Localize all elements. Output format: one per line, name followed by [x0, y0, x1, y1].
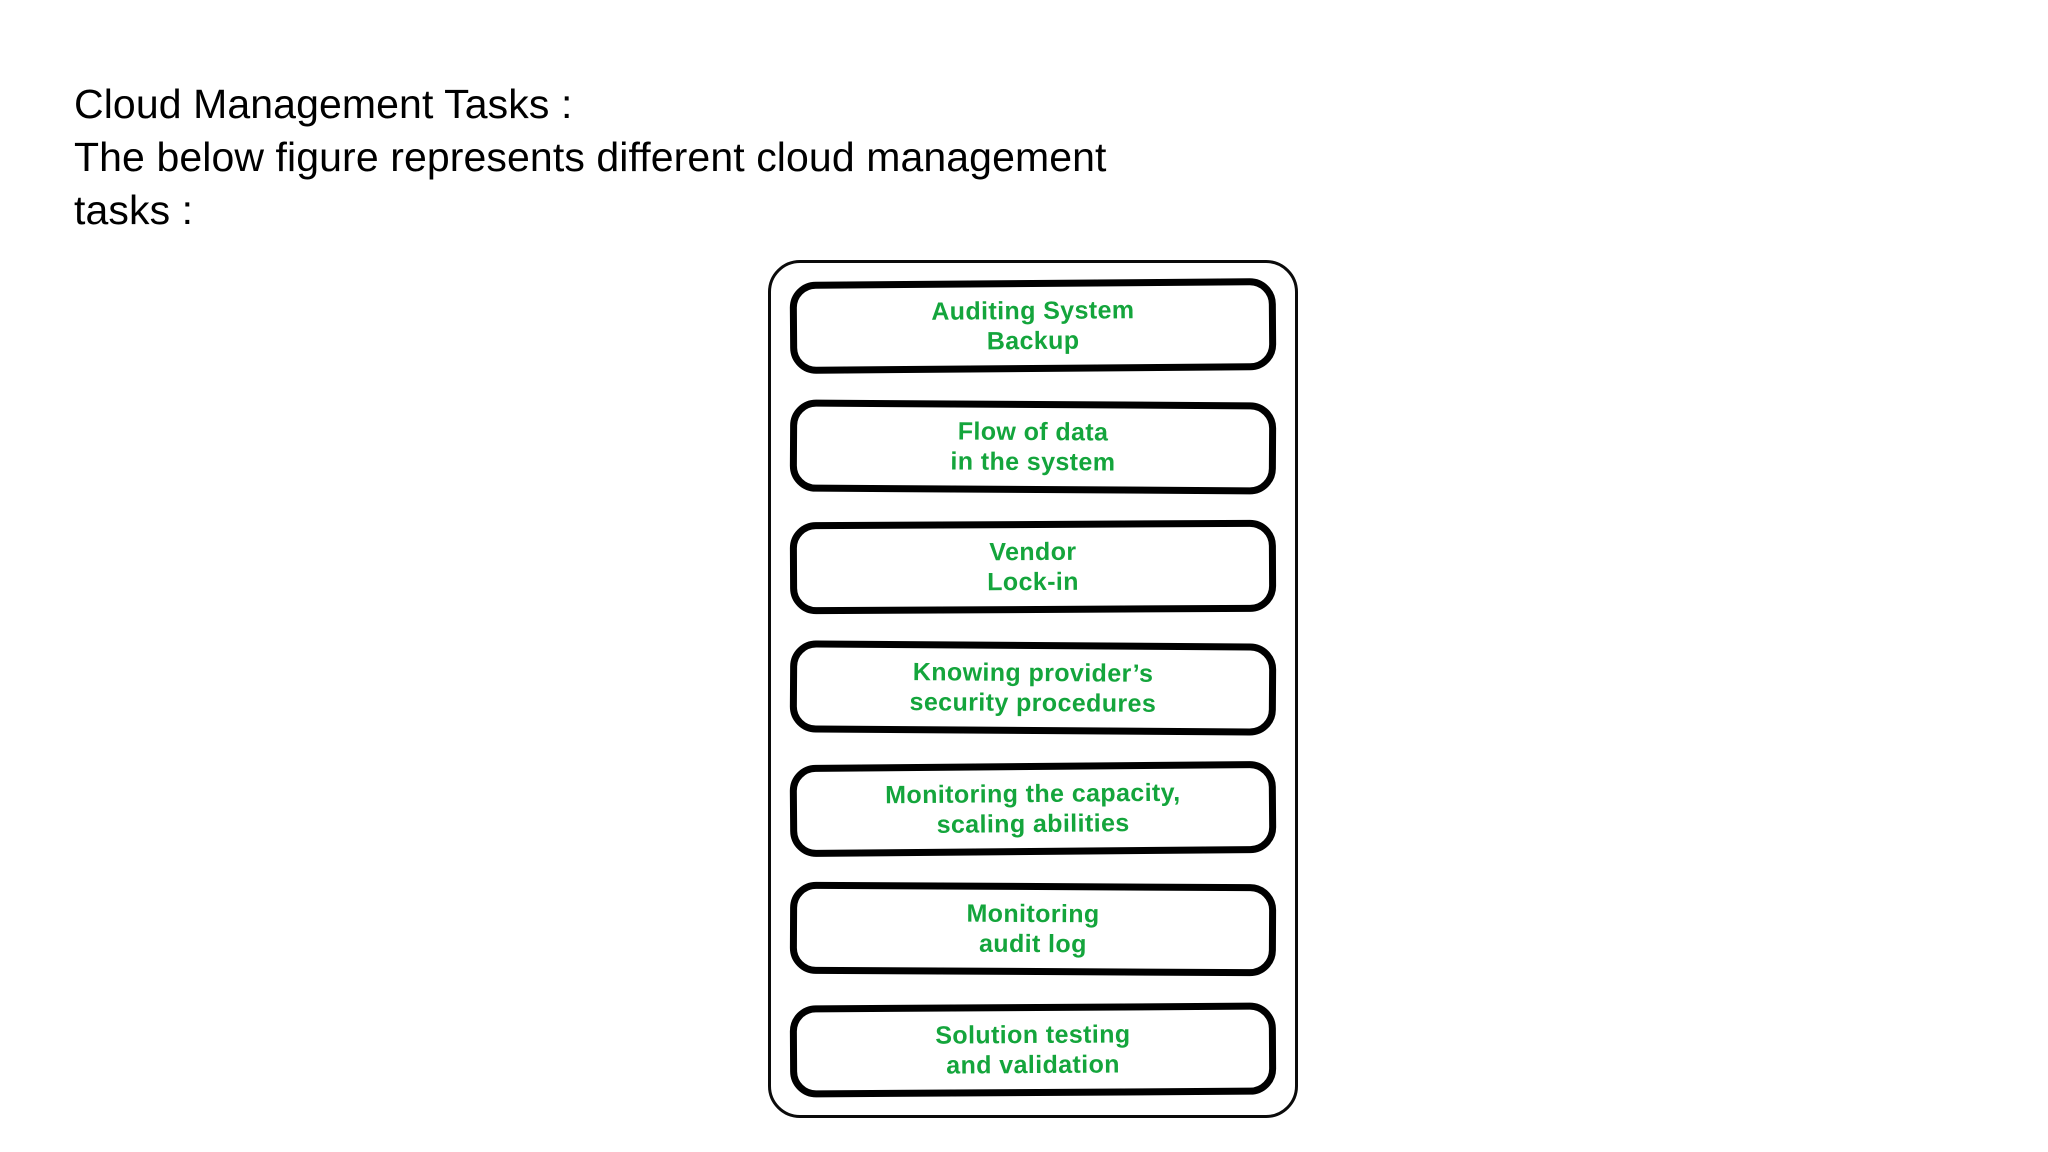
- task-label-line1: Monitoring: [966, 899, 1100, 929]
- heading-line-description-2: tasks :: [74, 187, 194, 233]
- task-label-line1: Solution testing: [935, 1020, 1131, 1050]
- page-heading: Cloud Management Tasks : The below figur…: [74, 78, 1374, 237]
- task-label-line2: and validation: [946, 1050, 1121, 1080]
- task-label-line1: Monitoring the capacity,: [885, 778, 1181, 809]
- task-box-monitoring-capacity-scaling-abilities: Monitoring the capacity,scaling abilitie…: [789, 760, 1277, 857]
- task-label-line2: audit log: [978, 929, 1087, 959]
- task-label-line1: Vendor: [989, 538, 1077, 567]
- task-label: Monitoring the capacity,scaling abilitie…: [881, 777, 1185, 840]
- task-label-line2: in the system: [950, 447, 1116, 477]
- task-label-line1: Knowing provider’s: [912, 658, 1154, 688]
- heading-line-description-1: The below figure represents different cl…: [74, 134, 1107, 180]
- task-label-line1: Auditing System: [931, 296, 1135, 326]
- task-label-line2: scaling abilities: [936, 808, 1130, 839]
- task-label-line2: Backup: [986, 326, 1080, 356]
- task-label-line1: Flow of data: [957, 417, 1109, 447]
- heading-line-title: Cloud Management Tasks :: [74, 81, 573, 127]
- task-label-line2: Lock-in: [987, 568, 1079, 597]
- task-label-line2: security procedures: [909, 688, 1157, 718]
